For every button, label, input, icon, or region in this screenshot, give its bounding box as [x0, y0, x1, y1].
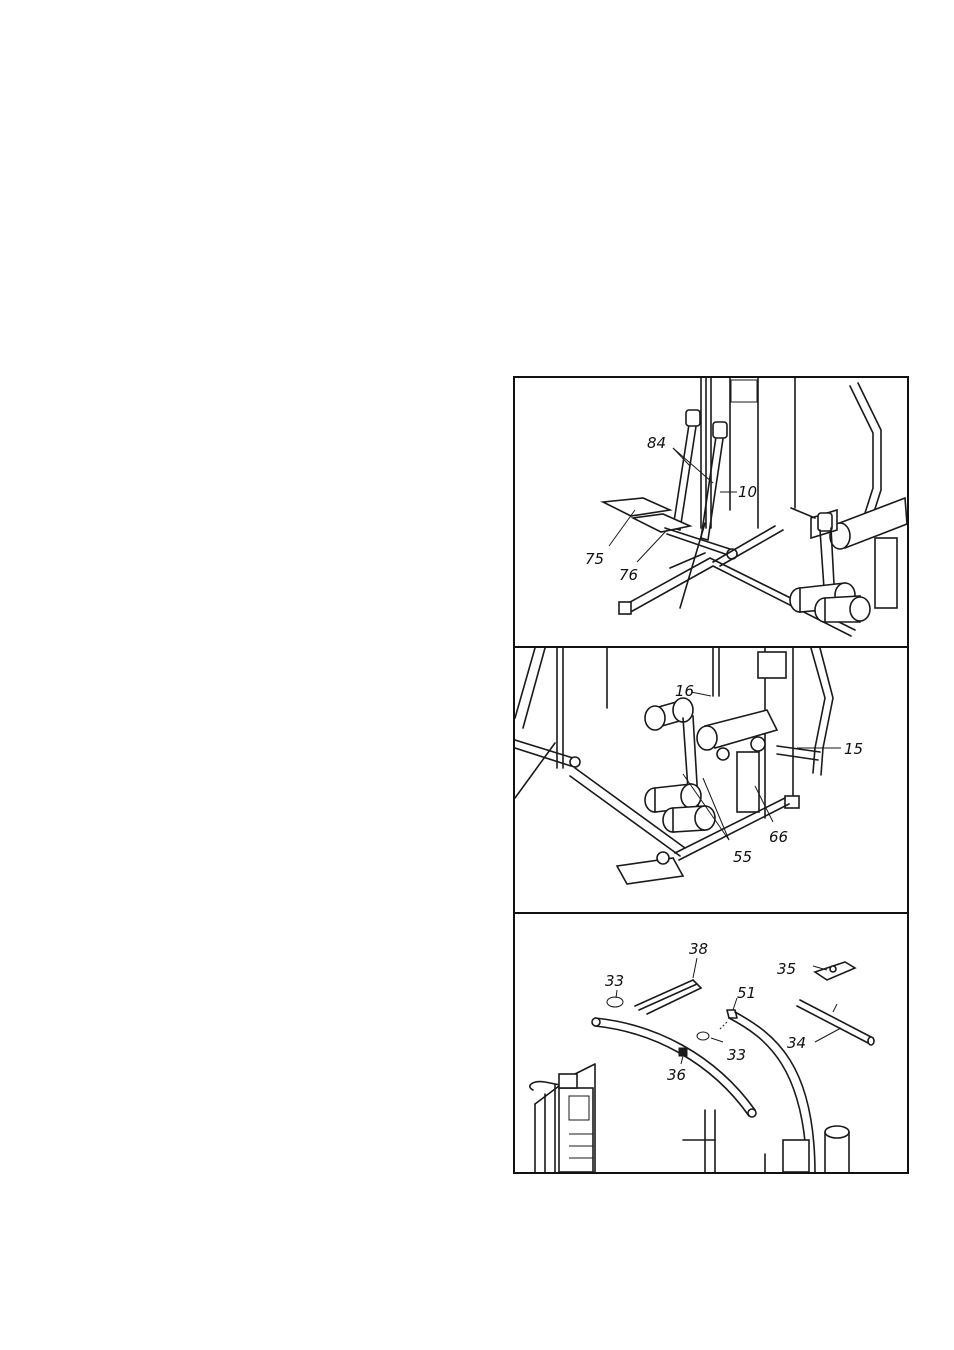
- panel-2-illustration: 16 15 66 55: [515, 648, 907, 912]
- chain-38: [635, 980, 701, 1014]
- bench-and-rollers: [790, 498, 907, 622]
- callout-33-ring: 33: [605, 972, 624, 990]
- leg-levers-84: [673, 410, 727, 540]
- tower-uprights: [701, 378, 795, 528]
- callout-16: 16: [675, 682, 694, 700]
- callout-66: 66: [769, 828, 788, 846]
- panel-1-illustration: 84 10 75 76: [515, 378, 907, 646]
- panel-3-illustration: 38 33 51 35 34 33 36: [515, 914, 907, 1172]
- callout-55: 55: [733, 848, 752, 866]
- callout-15: 15: [844, 740, 863, 758]
- handle-35-and-bar-34: [797, 962, 874, 1045]
- press-arm: [850, 383, 881, 515]
- panel-bar-chain: 38 33 51 35 34 33 36: [515, 914, 907, 1172]
- ring-33: [607, 997, 623, 1007]
- callout-76: 76: [619, 566, 638, 584]
- callout-35: 35: [777, 960, 796, 978]
- callout-38: 38: [689, 940, 708, 958]
- callout-75: 75: [585, 550, 604, 568]
- callout-84: 84: [647, 434, 666, 452]
- callout-34: 34: [787, 1034, 806, 1052]
- panel-seat-pulley: 16 15 66 55: [515, 648, 907, 914]
- step-platform: [603, 498, 737, 559]
- callout-36: 36: [667, 1066, 686, 1084]
- left-frame: [515, 648, 719, 798]
- panel-leg-lever-step: 84 10 75 76: [515, 378, 907, 648]
- callout-51: 51: [737, 984, 756, 1002]
- assembly-figure: 84 10 75 76: [513, 376, 909, 1174]
- callout-10: 10: [738, 483, 757, 501]
- callout-33-clip: 33: [727, 1046, 746, 1064]
